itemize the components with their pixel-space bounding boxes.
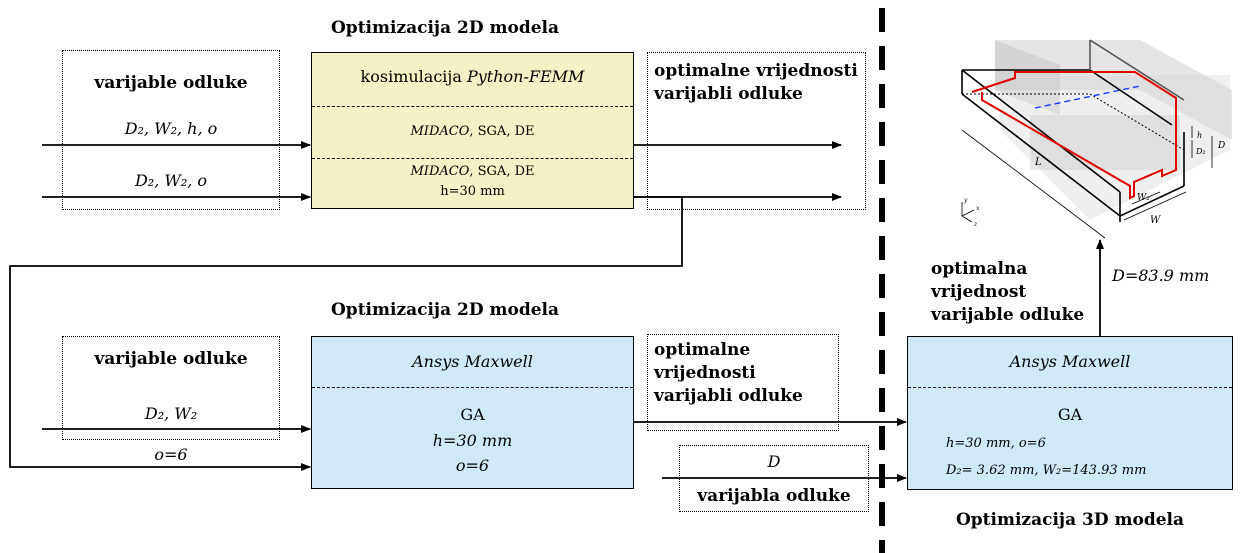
label-W2: W₂ xyxy=(1137,193,1150,203)
plate-vertical xyxy=(995,40,1060,115)
top-box-row1: MIDACO, SGA, DE xyxy=(410,124,535,139)
top-input2-label: D₂, W₂, o xyxy=(134,171,208,190)
plate-front xyxy=(1030,115,1180,170)
middle-box-line2: o=6 xyxy=(455,456,490,475)
right-box-header: Ansys Maxwell xyxy=(1009,352,1131,371)
dim-W xyxy=(1123,191,1187,221)
top-vars-box xyxy=(62,50,280,210)
label-h: h xyxy=(1197,131,1202,140)
axis-x-label: x xyxy=(976,205,980,212)
feedback-path xyxy=(9,196,683,471)
middle-optimizer-box: Ansys Maxwell GA h=30 mm o=6 xyxy=(311,336,634,489)
right-output-label: optimalna vrijednost varijable odluke xyxy=(931,259,1085,325)
d-input-label: varijabla odluke xyxy=(697,486,851,506)
conductor-outline xyxy=(971,71,1177,200)
label-L: L xyxy=(1034,157,1042,168)
top-output-label: optimalne vrijednosti varijabli odluke xyxy=(654,61,858,104)
center-axis xyxy=(1034,85,1141,109)
top-box-row2: MIDACO, SGA, DE xyxy=(410,164,535,179)
top-box-divider-2 xyxy=(312,158,633,159)
middle-input1-label: D₂, W₂ xyxy=(144,404,198,423)
box-back-top xyxy=(1089,39,1185,101)
axis-z-label: z xyxy=(973,221,978,228)
right-box-line1: h=30 mm, o=6 xyxy=(946,436,1046,451)
right-title: Optimizacija 3D modela xyxy=(955,510,1184,530)
dim-W2 xyxy=(1131,191,1161,205)
right-optimizer-box: Ansys Maxwell GA h=30 mm, o=6 D₂= 3.62 m… xyxy=(907,336,1233,490)
middle-title: Optimizacija 2D modela xyxy=(331,300,560,320)
middle-input2-label: o=6 xyxy=(154,445,188,464)
middle-box-header: Ansys Maxwell xyxy=(412,352,533,371)
box-bottom xyxy=(1119,185,1185,217)
middle-vars-box xyxy=(62,336,280,440)
d-input-var: D xyxy=(767,452,781,471)
middle-output-label: optimalne vrijednosti varijabli odluke xyxy=(654,340,803,406)
top-vars-label: varijable odluke xyxy=(94,73,248,93)
middle-box-divider xyxy=(312,387,633,388)
label-D2: D₂ xyxy=(1195,147,1206,156)
d-input-box xyxy=(679,445,869,512)
label-D: D xyxy=(1217,141,1225,151)
middle-box-line1: h=30 mm xyxy=(432,431,513,450)
label-W: W xyxy=(1150,215,1161,226)
top-optimizer-box: kosimulacija Python-FEMM MIDACO, SGA, DE… xyxy=(311,52,634,209)
top-title: Optimizacija 2D modela xyxy=(331,18,560,38)
plate-back xyxy=(995,40,1232,140)
right-box-algo: GA xyxy=(1057,405,1083,424)
dim-L xyxy=(961,129,1106,239)
middle-output-box xyxy=(647,334,839,431)
top-input1-label: D₂, W₂, h, o xyxy=(124,119,218,138)
axis-z-line xyxy=(961,215,973,223)
right-box-line2: D₂= 3.62 mm, W₂=143.93 mm xyxy=(946,463,1147,478)
axis-x-line xyxy=(961,209,975,217)
axis-y-label: y xyxy=(963,197,968,204)
top-output-box xyxy=(647,52,866,210)
top-box-divider-1 xyxy=(312,106,633,107)
top-box-row2-sub: h=30 mm xyxy=(440,184,505,199)
top-box-header: kosimulacija Python-FEMM xyxy=(360,67,585,86)
middle-vars-label: varijable odluke xyxy=(94,349,248,369)
right-output-value: D=83.9 mm xyxy=(1112,266,1210,285)
right-box-divider xyxy=(908,387,1232,388)
middle-box-algo: GA xyxy=(460,405,485,424)
3d-model-figure: L W W₂ D D₂ h y x z xyxy=(961,39,1232,239)
plate-mid xyxy=(1000,75,1230,220)
box-front-inner xyxy=(961,69,1121,193)
